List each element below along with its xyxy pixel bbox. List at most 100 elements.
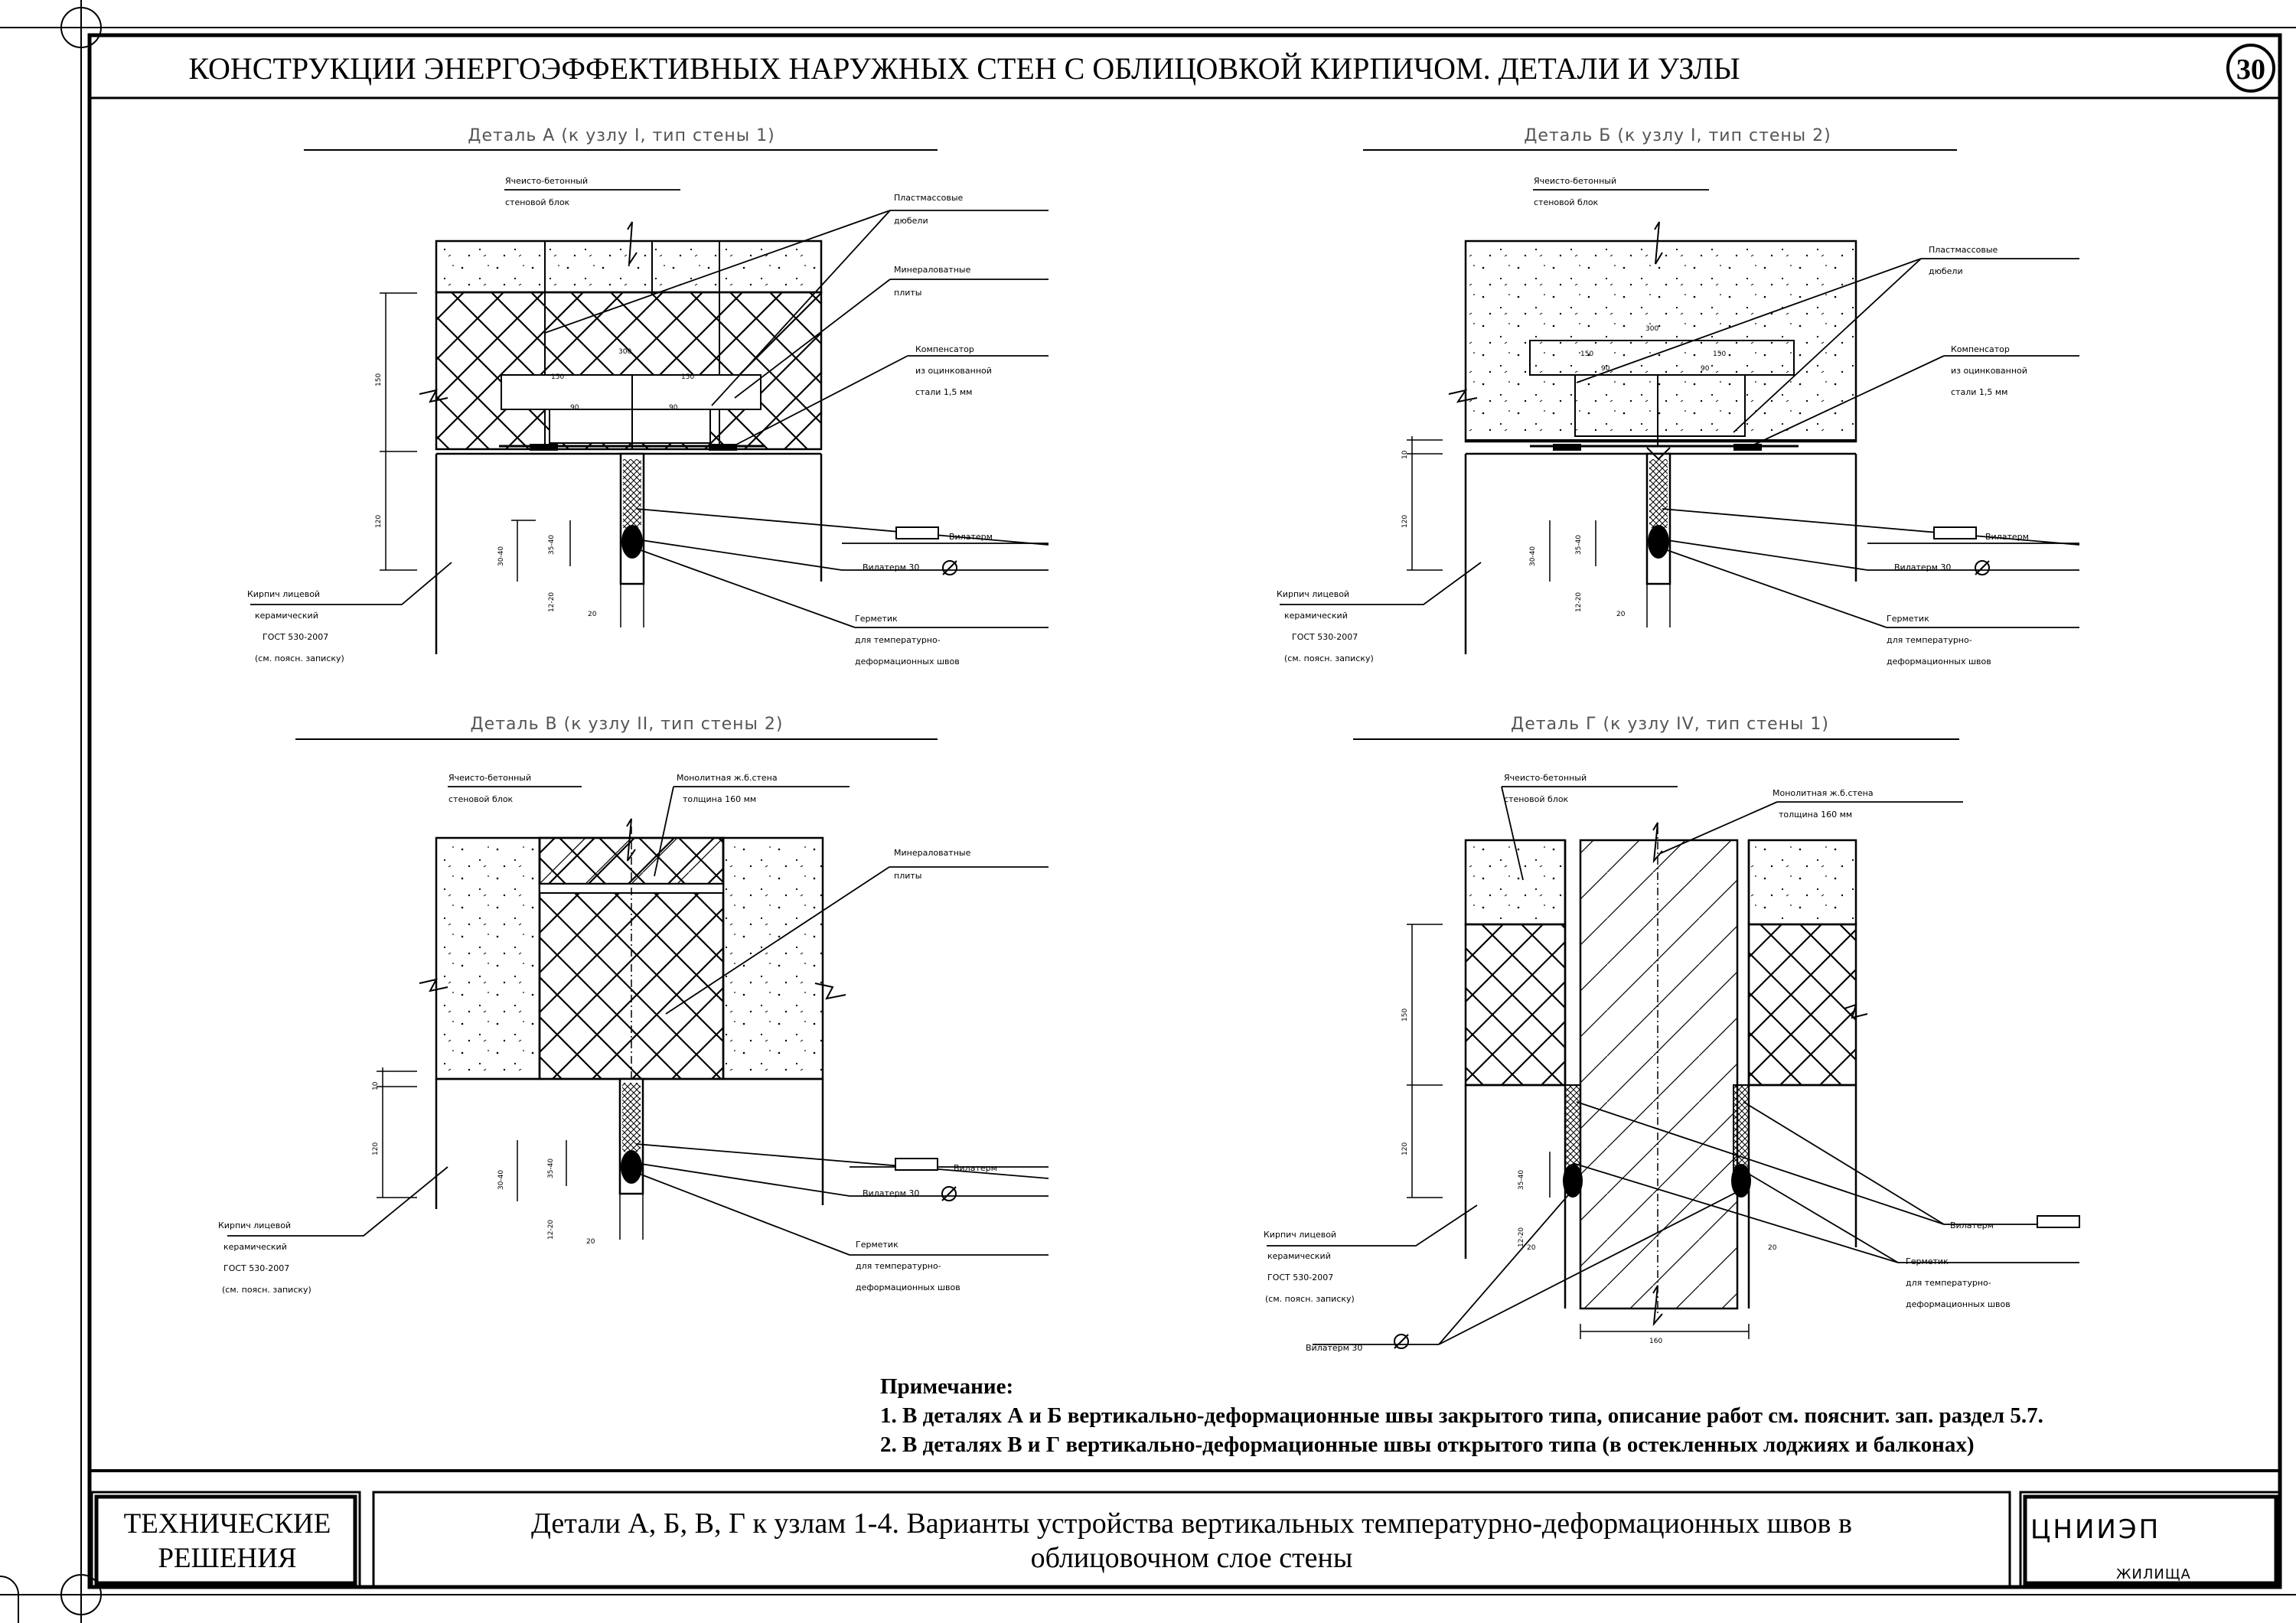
dim-text: 35-40 [1575,535,1583,555]
label-sealant: для температурно- [1906,1278,1991,1288]
dim-text: 20 [588,611,597,618]
label-mineral: Минераловатные [894,265,971,275]
dim-text: 30-40 [497,1170,505,1190]
dim-text: 20 [586,1238,595,1246]
dim-text: 150 [681,373,694,381]
label-block: Ячеисто-бетонный [1504,773,1587,783]
dim-text: 90 [570,404,579,412]
dim-text: 150 [551,373,564,381]
label-brick: (см. поясн. записку) [255,653,344,663]
label-brick: Кирпич лицевой [1264,1230,1336,1240]
note-line: 1. В деталях А и Б вертикально-деформаци… [880,1403,2043,1428]
org-name: ЦНИИЭП [2030,1514,2161,1545]
label-block: стеновой блок [1534,197,1599,207]
note-heading: Примечание: [880,1374,1013,1399]
label-monolith: Монолитная ж.б.стена [677,773,778,783]
dim-text: 120 [375,515,383,528]
dim-text: 12-20 [548,592,556,612]
org-subname: ЖИЛИЩА [2116,1566,2191,1582]
dim-text: 160 [1649,1338,1662,1345]
label-block: Ячеисто-бетонный [1534,176,1616,186]
dim-text: 90 [1601,365,1610,373]
label-compensator: стали 1,5 мм [1951,387,2007,397]
dim-text: 35-40 [548,535,556,555]
sheet-title: КОНСТРУКЦИИ ЭНЕРГОЭФФЕКТИВНЫХ НАРУЖНЫХ С… [188,51,1740,86]
notes: Примечание: 1. В деталях А и Б вертикаль… [880,1374,2043,1457]
label-dowels: дюбели [894,216,928,226]
dim-text: 12-20 [547,1220,555,1240]
title-block-center: облицовочном слое стены [1031,1542,1353,1574]
detail-b-title: Деталь Б (к узлу I, тип стены 2) [1524,126,1831,145]
dim-text: 300 [618,348,631,356]
label-monolith: толщина 160 мм [1779,810,1852,820]
label-brick: (см. поясн. записку) [1265,1294,1355,1304]
detail-v-title: Деталь В (к узлу II, тип стены 2) [470,715,783,734]
detail-a: Деталь А (к узлу I, тип стены 1) [247,126,1049,666]
label-block: Ячеисто-бетонный [448,773,531,783]
label-mineral: Минераловатные [894,848,971,858]
label-compensator: из оцинкованной [915,366,992,376]
label-compensator: из оцинкованной [1951,366,2027,376]
label-brick: Кирпич лицевой [1277,589,1349,599]
page-number: 30 [2236,54,2265,86]
label-brick: Кирпич лицевой [218,1221,291,1230]
dim-text: 20 [1616,611,1626,618]
label-brick: (см. поясн. записку) [1284,653,1374,663]
detail-v: Деталь В (к узлу II, тип стены 2) 10 120… [218,715,1049,1295]
label-dowels: дюбели [1929,266,1963,276]
label-monolith: толщина 160 мм [683,794,756,804]
label-vilaterm-30: Вилатерм 30 [863,562,919,572]
dim-text: 150 [1580,350,1593,358]
label-compensator: Компенсатор [915,344,974,354]
title-block [90,1491,2282,1589]
dim-text: 30-40 [497,546,505,566]
detail-g: Деталь Г (к узлу IV, тип стены 1) [1264,715,2080,1353]
label-brick: ГОСТ 530-2007 [223,1263,289,1273]
label-vilaterm-30: Вилатерм 30 [1894,562,1951,572]
title-block-left: РЕШЕНИЯ [158,1543,296,1574]
label-vilaterm-30: Вилатерм 30 [863,1188,919,1198]
label-block: стеновой блок [448,794,514,804]
label-sealant: деформационных швов [855,657,960,666]
dim-text: 20 [1768,1244,1777,1252]
label-vilaterm: Вилатерм [1985,532,2029,542]
dim-text: 120 [1401,515,1409,528]
title-block-left: ТЕХНИЧЕСКИЕ [124,1508,331,1540]
label-brick: ГОСТ 530-2007 [263,632,328,642]
label-vilaterm-30: Вилатерм 30 [1306,1343,1362,1353]
dim-text: 10 [372,1081,380,1090]
label-block: Ячеисто-бетонный [505,176,588,186]
label-compensator: Компенсатор [1951,344,2010,354]
label-brick: керамический [1267,1251,1331,1261]
detail-g-title: Деталь Г (к узлу IV, тип стены 1) [1511,715,1829,734]
dim-text: 20 [1527,1244,1536,1252]
label-block: стеновой блок [505,197,570,207]
dim-text: 150 [1713,350,1726,358]
label-mineral: плиты [894,871,921,881]
dim-text: 90 [669,404,678,412]
title-block-center: Детали А, Б, В, Г к узлам 1-4. Варианты … [531,1507,1852,1540]
label-sealant: для температурно- [1887,635,1972,645]
dim-text: 35-40 [547,1159,555,1178]
label-brick: ГОСТ 530-2007 [1292,632,1358,642]
dim-text: 12-20 [1518,1227,1525,1247]
detail-b: Деталь Б (к узлу I, тип стены 2) 10 120 [1277,126,2080,666]
detail-a-title: Деталь А (к узлу I, тип стены 1) [468,126,775,145]
label-sealant: деформационных швов [856,1282,960,1292]
dim-text: 150 [375,373,383,386]
label-sealant: для температурно- [856,1261,941,1271]
dim-text: 120 [1401,1142,1409,1155]
label-sealant: для температурно- [855,635,941,645]
label-brick: керамический [1284,611,1348,621]
label-monolith: Монолитная ж.б.стена [1773,788,1874,798]
label-mineral: плиты [894,288,921,298]
label-dowels: Пластмассовые [894,193,964,203]
note-line: 2. В деталях В и Г вертикально-деформаци… [880,1432,1975,1457]
label-sealant: Герметик [855,614,898,624]
dim-text: 12-20 [1575,592,1583,612]
label-brick: керамический [223,1242,287,1252]
label-sealant: Герметик [1906,1256,1949,1266]
label-compensator: стали 1,5 мм [915,387,972,397]
dim-text: 90 [1701,365,1710,373]
